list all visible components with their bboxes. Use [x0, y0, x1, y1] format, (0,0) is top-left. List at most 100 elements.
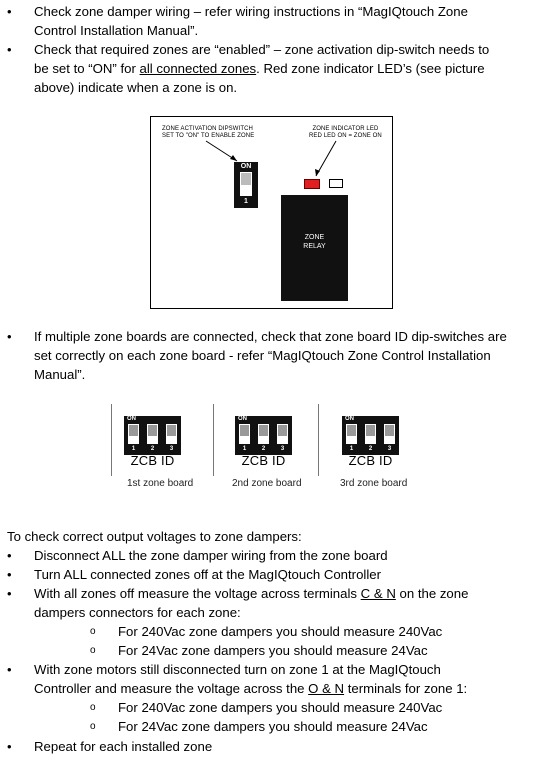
arrowhead: [315, 169, 320, 176]
zcb-id-label: ZCB ID: [241, 453, 286, 468]
arrow-to-led: [315, 140, 337, 177]
label-line: RED LED ON = ZONE ON: [309, 133, 382, 139]
divider: [213, 404, 214, 476]
text-line: Control Installation Manual”.: [34, 23, 199, 38]
dip-knob: [129, 425, 138, 436]
zone-activation-dipswitch: ON 1: [234, 162, 258, 208]
zone-board-id-switch-1: ON 1 2 3 ZCB ID: [111, 404, 216, 476]
step-repeat-each-zone: Repeat for each installed zone: [34, 739, 213, 754]
dip-knob: [278, 425, 287, 436]
dip-knob: [366, 425, 375, 436]
dip-knob: [240, 425, 249, 436]
underlined-text: O & N: [308, 681, 345, 696]
relay-label: ZONE RELAY: [281, 233, 348, 251]
text-line: With all zones off measure the voltage a…: [34, 584, 539, 603]
dip-on-label: ON: [240, 163, 252, 170]
zone-board-caption: 1st zone board: [127, 478, 194, 489]
text-fragment: Controller and measure the voltage acros…: [34, 681, 309, 696]
text-line: above) indicate when a zone is on.: [34, 80, 238, 95]
dip-slot: [384, 424, 395, 444]
text-line: set correctly on each zone board - refer…: [34, 348, 491, 363]
text-fragment: be set to “ON” for: [34, 61, 140, 76]
underlined-text: C & N: [360, 586, 396, 601]
dip-slot: [346, 424, 357, 444]
sub-bullet-marker: o: [90, 702, 96, 713]
zone-board-caption: 3rd zone board: [340, 478, 408, 489]
led-label: ZONE INDICATOR LED RED LED ON = ZONE ON: [309, 126, 382, 140]
off-led-indicator: [329, 179, 343, 188]
sub-step-24vac: For 24Vac zone dampers you should measur…: [118, 643, 428, 658]
label-line: RELAY: [303, 243, 326, 250]
dip-number: 2: [368, 446, 373, 452]
bullet-marker: •: [7, 548, 12, 563]
zone-relay: ZONE RELAY: [281, 195, 348, 301]
dip-on-label: ON: [127, 416, 136, 422]
dip-knob: [148, 425, 157, 436]
dip-number: 3: [280, 446, 285, 452]
bullet-check-wiring: Check zone damper wiring – refer wiring …: [34, 2, 539, 40]
step-turn-zones-off: Turn ALL connected zones off at the MagI…: [34, 567, 381, 582]
underlined-text: all connected zones: [139, 61, 257, 76]
id-dipswitch: ON 1 2 3: [342, 416, 399, 455]
dip-slot: [166, 424, 177, 444]
sub-bullet-marker: o: [90, 626, 96, 637]
dipswitch-label: ZONE ACTIVATION DIPSWITCH SET TO "ON" TO…: [162, 126, 254, 140]
sub-step-240vac: For 240Vac zone dampers you should measu…: [118, 624, 443, 639]
sub-bullet-marker: o: [90, 645, 96, 656]
id-dipswitch: ON 1 2 3: [124, 416, 181, 455]
bullet-marker: •: [7, 329, 12, 344]
zone-board-id-switch-2: ON 1 2 3 ZCB ID: [213, 404, 318, 476]
bullet-marker: •: [7, 662, 12, 677]
text-line: Check that required zones are “enabled” …: [34, 42, 490, 57]
text-fragment: With all zones off measure the voltage a…: [34, 586, 361, 601]
dip-slot: [258, 424, 269, 444]
bullet-multiple-boards: If multiple zone boards are connected, c…: [34, 327, 539, 384]
dip-number: 1: [349, 446, 354, 452]
zone-board-caption: 2nd zone board: [232, 478, 302, 489]
dip-on-label: ON: [238, 416, 247, 422]
dip-number: 3: [169, 446, 174, 452]
dip-on-label: ON: [345, 416, 354, 422]
red-led-indicator: [304, 179, 320, 189]
dip-knob: [167, 425, 176, 436]
pointer-arrows: [205, 140, 337, 177]
text-fragment: . Red zone indicator LED’s (see picture: [256, 61, 485, 76]
divider: [318, 404, 319, 476]
divider: [111, 404, 112, 476]
sub-step-24vac: For 24Vac zone dampers you should measur…: [118, 719, 428, 734]
dip-slot: [128, 424, 139, 444]
text-line: be set to “ON” for all connected zones. …: [34, 59, 539, 78]
dip-slot: [240, 172, 252, 196]
label-line: ZONE: [304, 234, 325, 241]
bullet-marker: •: [7, 42, 12, 57]
zcb-id-label: ZCB ID: [130, 453, 175, 468]
text-fragment: on the zone: [395, 586, 469, 601]
label-line: SET TO "ON" TO ENABLE ZONE: [162, 133, 255, 139]
label-line: ZONE ACTIVATION DIPSWITCH: [162, 126, 253, 132]
dip-number: 2: [261, 446, 266, 452]
text-fragment: terminals for zone 1:: [344, 681, 468, 696]
dip-number: 1: [244, 198, 248, 205]
text-line: Manual”.: [34, 367, 86, 382]
dip-slot: [239, 424, 250, 444]
bullet-marker: •: [7, 586, 12, 601]
zcb-id-label: ZCB ID: [348, 453, 393, 468]
voltage-check-heading: To check correct output voltages to zone…: [7, 529, 302, 544]
text-line: Controller and measure the voltage acros…: [34, 679, 539, 698]
dip-number: 2: [150, 446, 155, 452]
arrowhead: [230, 155, 237, 161]
dip-number: 1: [131, 446, 136, 452]
dip-slot: [147, 424, 158, 444]
dip-knob: [347, 425, 356, 436]
dip-knob: [241, 173, 251, 185]
dip-slot: [365, 424, 376, 444]
bullet-marker: •: [7, 4, 12, 19]
step-measure-o-n: With zone motors still disconnected turn…: [34, 660, 539, 698]
label-line: ZONE INDICATOR LED: [312, 126, 379, 132]
bullet-marker: •: [7, 567, 12, 582]
text-line: With zone motors still disconnected turn…: [34, 662, 441, 677]
sub-step-240vac: For 240Vac zone dampers you should measu…: [118, 700, 443, 715]
sub-bullet-marker: o: [90, 721, 96, 732]
bullet-marker: •: [7, 739, 12, 754]
bullet-zones-enabled: Check that required zones are “enabled” …: [34, 40, 539, 97]
